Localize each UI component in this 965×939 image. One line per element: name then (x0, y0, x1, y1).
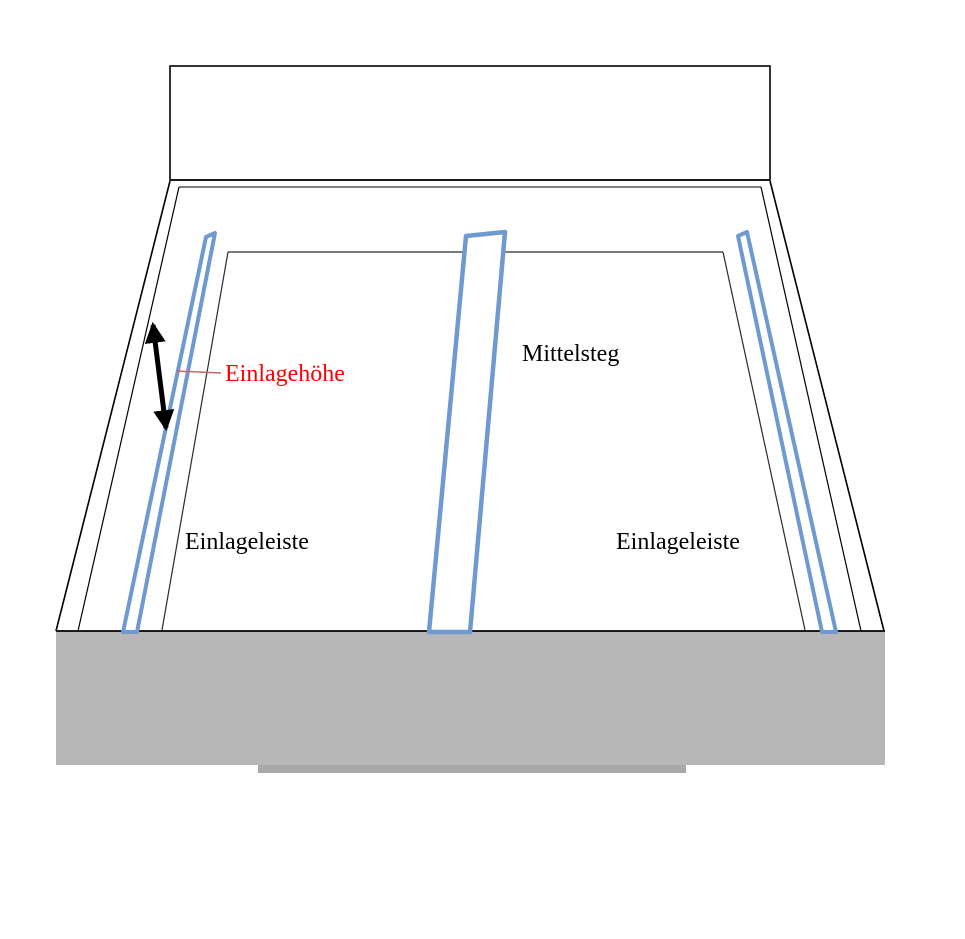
floor-left-edge (161, 251, 229, 631)
insert-strip-left (121, 231, 217, 634)
label-einlageleiste-left: Einlageleiste (185, 529, 309, 555)
middle-strip (426, 229, 508, 635)
base-block (56, 631, 885, 765)
floor-right-edge (722, 251, 806, 631)
insert-strip-right (736, 230, 838, 634)
right-wall-inner-edge (760, 186, 862, 632)
back-panel (169, 65, 771, 181)
left-wall-outer-edge (55, 180, 171, 632)
label-einlageleiste-right: Einlageleiste (616, 529, 740, 555)
base-foot-strip (258, 765, 686, 773)
left-wall-inner-edge (77, 186, 180, 632)
right-wall-outer-edge (769, 180, 885, 632)
einlagehoehe-leader-line (175, 370, 222, 374)
height-dimension-arrow (144, 321, 175, 432)
label-einlagehoehe: Einlagehöhe (225, 361, 345, 387)
label-mittelsteg: Mittelsteg (522, 341, 619, 367)
